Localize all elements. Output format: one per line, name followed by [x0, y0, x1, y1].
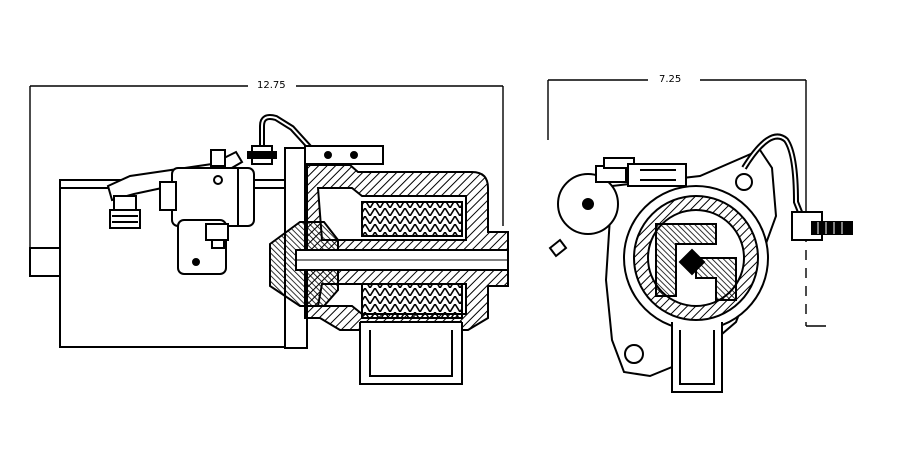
- side-dimension-line: [29, 85, 504, 248]
- internal-vanes: [655, 223, 717, 297]
- end-dimension-label: 7.25: [656, 74, 685, 86]
- rotor-lower: [361, 283, 463, 319]
- end-dimension-line: [547, 79, 826, 327]
- end-outlet-pipe: [671, 322, 723, 393]
- outlet-pipe: [359, 322, 463, 385]
- motor-shaft-stub: [29, 247, 61, 277]
- side-dimension-label: 12.75: [254, 80, 289, 92]
- housing-top-flange: [304, 145, 384, 165]
- side-view: [29, 85, 509, 385]
- rotor-upper: [361, 201, 463, 237]
- solenoid-valve: [106, 149, 255, 275]
- end-view: [547, 79, 853, 393]
